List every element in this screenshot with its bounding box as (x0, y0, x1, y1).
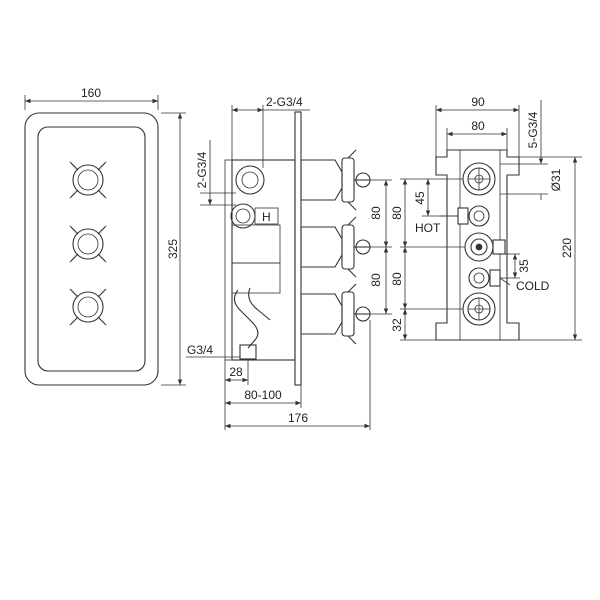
side-bottom-outlet-label: G3/4 (187, 343, 213, 357)
side-depth-range-label: 80-100 (244, 388, 282, 402)
rear-port-center (464, 232, 506, 262)
side-outlet-label: 2-G3/4 (266, 95, 303, 109)
side-cartridge-top (300, 159, 343, 201)
side-handle-top (341, 149, 371, 211)
front-handle-middle (69, 225, 107, 263)
side-view: H 2-G3/4 (186, 95, 392, 430)
side-inlet-bottom (230, 203, 256, 229)
front-plate-inner (37, 126, 146, 372)
side-spacing-1-label: 80 (369, 206, 383, 220)
rear-width-90-label: 90 (471, 95, 485, 109)
rear-width-80-label: 80 (471, 119, 485, 133)
side-inlet-top (235, 165, 265, 195)
side-hot-marker: H (262, 210, 271, 224)
side-depth-28-label: 28 (229, 365, 243, 379)
front-handle-top (69, 161, 107, 199)
rear-dim-32-label: 32 (390, 318, 404, 332)
rear-dim-45-label: 45 (413, 191, 427, 205)
side-inlet-label: 2-G3/4 (195, 151, 209, 188)
rear-port-top (462, 162, 496, 196)
front-width-label: 160 (81, 86, 101, 100)
front-plate-outer (24, 112, 159, 386)
rear-dim-80b-label: 80 (390, 272, 404, 286)
side-body (231, 159, 296, 361)
rear-height-220-label: 220 (560, 238, 574, 258)
side-cartridge-middle (300, 226, 343, 268)
rear-diameter-label: Ø31 (549, 168, 563, 191)
rear-port-hot (457, 205, 490, 227)
side-wall-plate (294, 111, 302, 386)
side-cartridge-bottom (300, 293, 343, 335)
rear-port-cold (468, 267, 501, 289)
side-depth-total-label: 176 (288, 411, 308, 425)
rear-hot-label: HOT (415, 221, 441, 235)
rear-dim-80a-label: 80 (390, 206, 404, 220)
rear-dim-35-label: 35 (517, 259, 531, 273)
rear-view: 90 80 5-G3/4 Ø31 220 45 80 80 32 35 (390, 95, 582, 341)
front-handle-bottom (69, 288, 107, 326)
front-view: 160 325 (24, 86, 186, 386)
rear-cold-label: COLD (516, 279, 550, 293)
side-handle-middle (341, 216, 371, 278)
side-bottom-pipe (233, 289, 259, 349)
side-spacing-2-label: 80 (369, 273, 383, 287)
rear-port-bottom (462, 292, 496, 326)
rear-ports-label: 5-G3/4 (526, 111, 540, 148)
front-height-label: 325 (166, 239, 180, 259)
side-handle-bottom (341, 283, 371, 345)
